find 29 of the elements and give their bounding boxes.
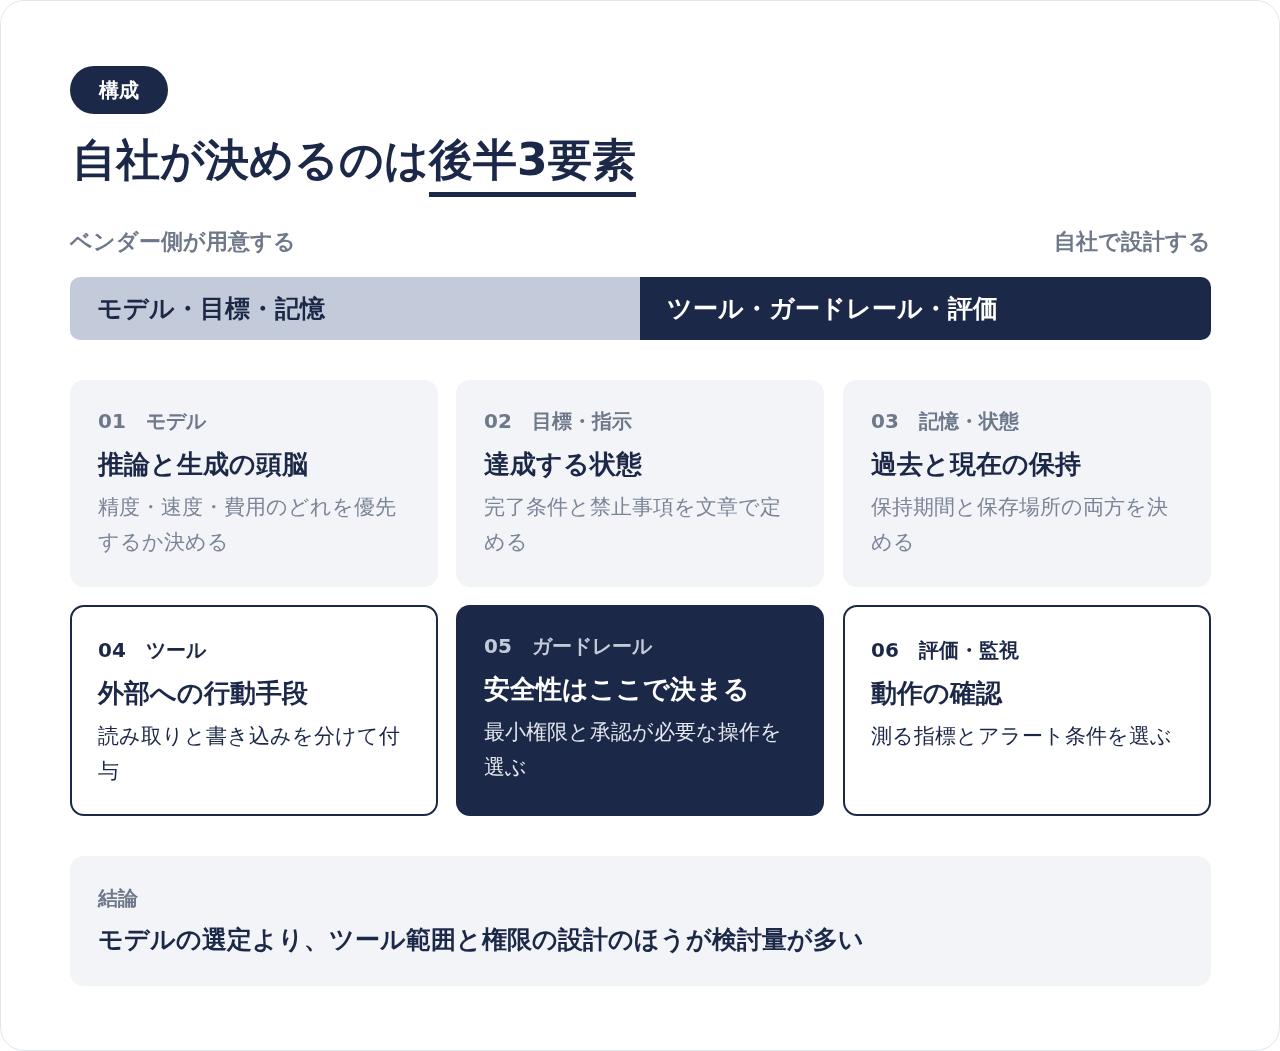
card-description: 測る指標とアラート条件を選ぶ: [871, 723, 1172, 750]
card-heading: 動作の確認: [871, 677, 1002, 709]
card-number-label: 03 記憶・状態: [871, 409, 1019, 433]
card-description: 保持期間と保存場所の両方を決める: [871, 494, 1169, 556]
info-card: [456, 605, 824, 816]
page-title: 自社が決めるのは後半3要素: [72, 132, 636, 197]
card-heading: 外部への行動手段: [98, 677, 308, 709]
card-description: 最小権限と承認が必要な操作を選ぶ: [484, 719, 783, 781]
card-heading: 過去と現在の保持: [871, 448, 1081, 480]
bar-label: ツール・ガードレール・評価: [667, 293, 998, 325]
card-description: 完了条件と禁止事項を文章で定める: [484, 494, 782, 556]
card-number-label: 05 ガードレール: [484, 634, 652, 658]
card-number-label: 02 目標・指示: [484, 409, 632, 433]
card-description: 精度・速度・費用のどれを優先するか決める: [98, 494, 397, 556]
card-number-label: 01 モデル: [98, 409, 206, 433]
column-heading: 自社で設計する: [1054, 229, 1211, 255]
card-number-label: 06 評価・監視: [871, 638, 1019, 662]
card-heading: 達成する状態: [484, 448, 642, 480]
card-description: 読み取りと書き込みを分けて付与: [98, 723, 401, 785]
card-number-label: 04 ツール: [98, 638, 206, 662]
info-card: [843, 605, 1211, 816]
conclusion-text: モデルの選定より、ツール範囲と権限の設計のほうが検討量が多い: [98, 924, 864, 956]
conclusion-label: 結論: [98, 886, 138, 910]
card-heading: 推論と生成の頭脳: [98, 448, 308, 480]
bar-label: モデル・目標・記憶: [97, 293, 325, 325]
column-heading: ベンダー側が用意する: [70, 229, 296, 255]
card-heading: 安全性はここで決まる: [484, 673, 750, 705]
section-badge: 構成: [70, 66, 168, 114]
info-card: [70, 605, 438, 816]
